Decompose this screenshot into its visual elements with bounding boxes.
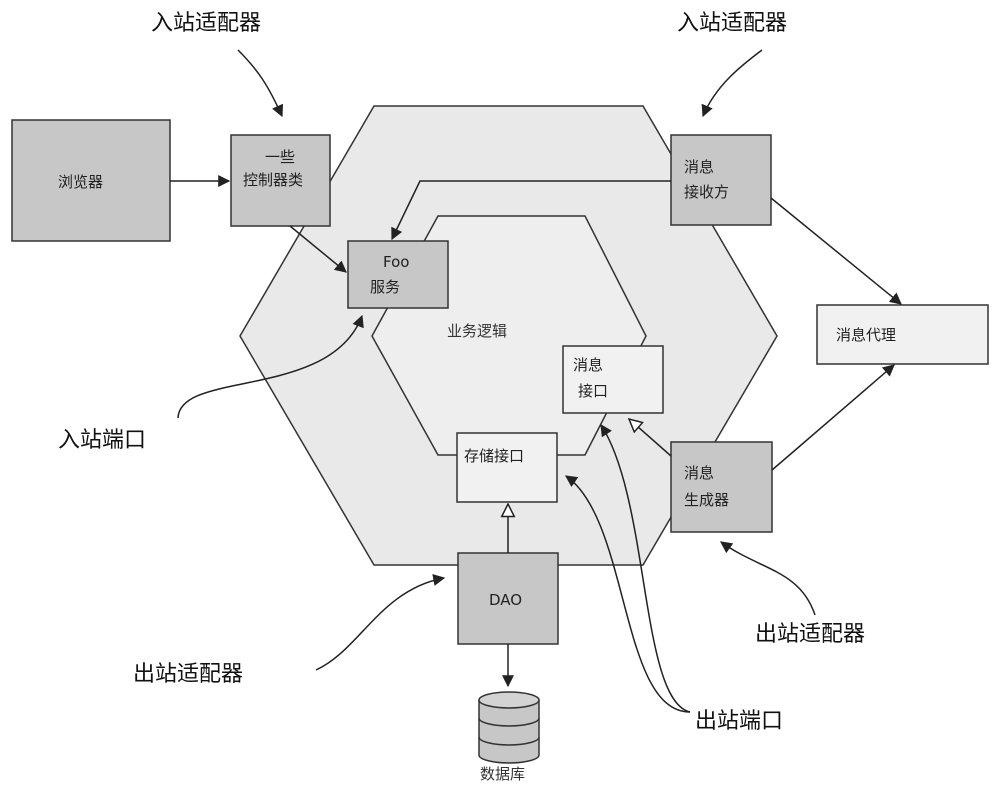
arrow-controllers-to-foo <box>289 225 347 273</box>
callout-arrow-inbound-adapter-left <box>237 49 284 118</box>
foo-service-label-line1: Foo <box>383 253 409 271</box>
message-broker-box <box>816 304 989 365</box>
database-label: 数据库 <box>480 765 525 783</box>
message-receiver-label-line1: 消息 <box>684 158 714 176</box>
controllers-label-line1: 一些 <box>265 148 295 166</box>
callout-arrow-outbound-port-to-storage <box>565 475 691 713</box>
message-interface-label-line1: 消息 <box>573 356 603 374</box>
callout-arrow-inbound-adapter-right <box>701 49 763 118</box>
message-interface-label-line2: 接口 <box>578 382 608 400</box>
message-producer-box <box>670 441 773 533</box>
dao-box <box>457 552 559 645</box>
inbound-port-label: 入站端口 <box>58 428 146 453</box>
outbound-port-label: 出站端口 <box>695 709 783 734</box>
message-broker-label: 消息代理 <box>836 326 896 344</box>
inbound-adapter-label-right: 入站适配器 <box>677 11 787 36</box>
message-producer-label-line1: 消息 <box>684 464 714 482</box>
browser-label: 浏览器 <box>58 173 103 191</box>
message-producer-label-line2: 生成器 <box>684 491 729 509</box>
inbound-adapter-label-left: 入站适配器 <box>151 11 261 36</box>
message-receiver-label-line2: 接收方 <box>684 183 729 201</box>
storage-interface-box <box>456 432 558 503</box>
controllers-box <box>230 134 331 227</box>
arrow-receiver-to-broker <box>770 197 902 305</box>
outbound-adapter-label-right: 出站适配器 <box>755 622 865 647</box>
arrow-receiver-to-foo <box>391 180 671 241</box>
arrow-producer-to-broker <box>771 364 895 471</box>
database-icon <box>478 691 540 764</box>
outbound-adapter-label-left: 出站适配器 <box>133 662 243 687</box>
callout-arrow-outbound-adapter-left <box>315 574 446 671</box>
callout-arrow-outbound-port-to-message <box>600 423 691 713</box>
browser-box <box>11 119 171 242</box>
foo-service-box <box>347 240 449 309</box>
controllers-label-line2: 控制器类 <box>243 171 303 189</box>
message-interface-box <box>562 345 664 414</box>
business-logic-label: 业务逻辑 <box>447 322 507 340</box>
dao-label: DAO <box>489 591 522 609</box>
message-receiver-box <box>670 134 772 226</box>
arrow-producer-to-message-interface <box>629 419 672 457</box>
foo-service-label-line2: 服务 <box>370 278 400 296</box>
storage-interface-label: 存储接口 <box>464 447 524 465</box>
callout-arrow-inbound-port <box>177 314 364 419</box>
callout-arrow-outbound-adapter-right <box>720 541 816 616</box>
